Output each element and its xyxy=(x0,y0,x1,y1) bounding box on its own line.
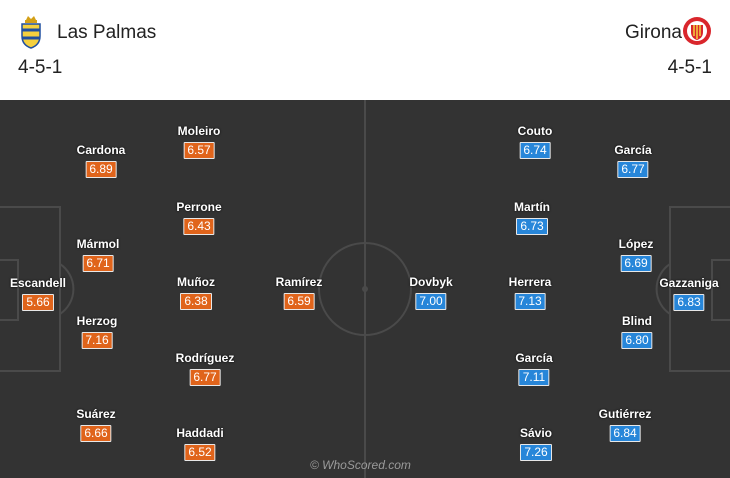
player-rating: 6.69 xyxy=(620,255,652,272)
player-name: Sávio xyxy=(519,426,553,440)
player-name: Dovbyk xyxy=(409,275,453,289)
player-card[interactable]: López 6.69 xyxy=(618,237,654,272)
las-palmas-crest-icon xyxy=(21,16,41,49)
player-name: García xyxy=(515,351,553,365)
player-rating: 6.59 xyxy=(283,293,315,310)
player-card[interactable]: Gutiérrez 6.84 xyxy=(598,407,652,442)
player-rating: 7.11 xyxy=(518,369,550,386)
player-name: Cardona xyxy=(76,143,126,157)
player-card[interactable]: Moleiro 6.57 xyxy=(177,124,221,159)
player-name: Perrone xyxy=(176,200,222,214)
player-name: García xyxy=(614,143,652,157)
player-rating: 6.73 xyxy=(516,218,548,235)
player-card[interactable]: García 6.77 xyxy=(614,143,652,178)
player-card[interactable]: Herrera 7.13 xyxy=(508,275,552,310)
player-name: Haddadi xyxy=(176,426,224,440)
player-name: Moleiro xyxy=(177,124,221,138)
player-rating: 6.77 xyxy=(617,161,649,178)
player-rating: 7.00 xyxy=(415,293,447,310)
player-rating: 6.77 xyxy=(189,369,221,386)
player-name: Herzog xyxy=(76,314,118,328)
away-formation: 4-5-1 xyxy=(667,57,712,78)
player-name: Martín xyxy=(514,200,550,214)
player-card[interactable]: Mármol 6.71 xyxy=(76,237,120,272)
player-card[interactable]: Haddadi 6.52 xyxy=(176,426,224,461)
player-card[interactable]: García 7.11 xyxy=(515,351,553,386)
player-name: Gutiérrez xyxy=(598,407,652,421)
player-name: Couto xyxy=(517,124,553,138)
player-rating: 6.74 xyxy=(519,142,551,159)
home-team-name[interactable]: Las Palmas xyxy=(57,22,157,43)
girona-crest-icon xyxy=(683,17,711,45)
player-rating: 6.71 xyxy=(82,255,114,272)
player-name: Mármol xyxy=(76,237,120,251)
player-card[interactable]: Perrone 6.43 xyxy=(176,200,222,235)
player-rating: 6.66 xyxy=(80,425,112,442)
player-name: Rodríguez xyxy=(175,351,235,365)
player-name: Suárez xyxy=(76,407,116,421)
watermark: © WhoScored.com xyxy=(310,458,411,472)
player-card[interactable]: Sávio 7.26 xyxy=(520,426,552,461)
player-card[interactable]: Cardona 6.89 xyxy=(76,143,126,178)
pitch-markings xyxy=(0,100,730,478)
player-card[interactable]: Ramírez 6.59 xyxy=(275,275,323,310)
player-card[interactable]: Herzog 7.16 xyxy=(76,314,118,349)
player-card[interactable]: Couto 6.74 xyxy=(517,124,553,159)
player-name: Ramírez xyxy=(275,275,323,289)
player-rating: 7.26 xyxy=(520,444,552,461)
player-card[interactable]: Gazzaniga 6.83 xyxy=(659,276,719,311)
player-rating: 6.43 xyxy=(183,218,215,235)
player-card[interactable]: Suárez 6.66 xyxy=(76,407,116,442)
player-rating: 6.57 xyxy=(183,142,215,159)
player-card[interactable]: Blind 6.80 xyxy=(621,314,653,349)
match-header: Las Palmas 4-5-1 Girona 4-5-1 xyxy=(0,0,730,100)
player-name: López xyxy=(618,237,654,251)
player-rating: 6.80 xyxy=(621,332,653,349)
player-card[interactable]: Muñoz 6.38 xyxy=(177,275,215,310)
player-rating: 6.38 xyxy=(180,293,212,310)
pitch: Escandell 5.66 Cardona 6.89 Mármol 6.71 … xyxy=(0,100,730,478)
player-card[interactable]: Dovbyk 7.00 xyxy=(409,275,453,310)
player-rating: 7.16 xyxy=(81,332,113,349)
player-rating: 6.89 xyxy=(85,161,117,178)
player-name: Blind xyxy=(621,314,652,328)
player-name: Muñoz xyxy=(177,275,215,289)
player-card[interactable]: Escandell 5.66 xyxy=(10,276,66,311)
player-rating: 6.83 xyxy=(673,294,705,311)
home-formation: 4-5-1 xyxy=(18,57,63,78)
player-card[interactable]: Martín 6.73 xyxy=(514,200,550,235)
player-name: Gazzaniga xyxy=(659,276,719,290)
player-rating: 6.52 xyxy=(184,444,216,461)
player-name: Herrera xyxy=(508,275,552,289)
player-card[interactable]: Rodríguez 6.77 xyxy=(175,351,235,386)
player-rating: 5.66 xyxy=(22,294,54,311)
player-rating: 7.13 xyxy=(514,293,546,310)
player-name: Escandell xyxy=(9,276,67,290)
away-team-name[interactable]: Girona xyxy=(624,22,682,43)
player-rating: 6.84 xyxy=(609,425,641,442)
